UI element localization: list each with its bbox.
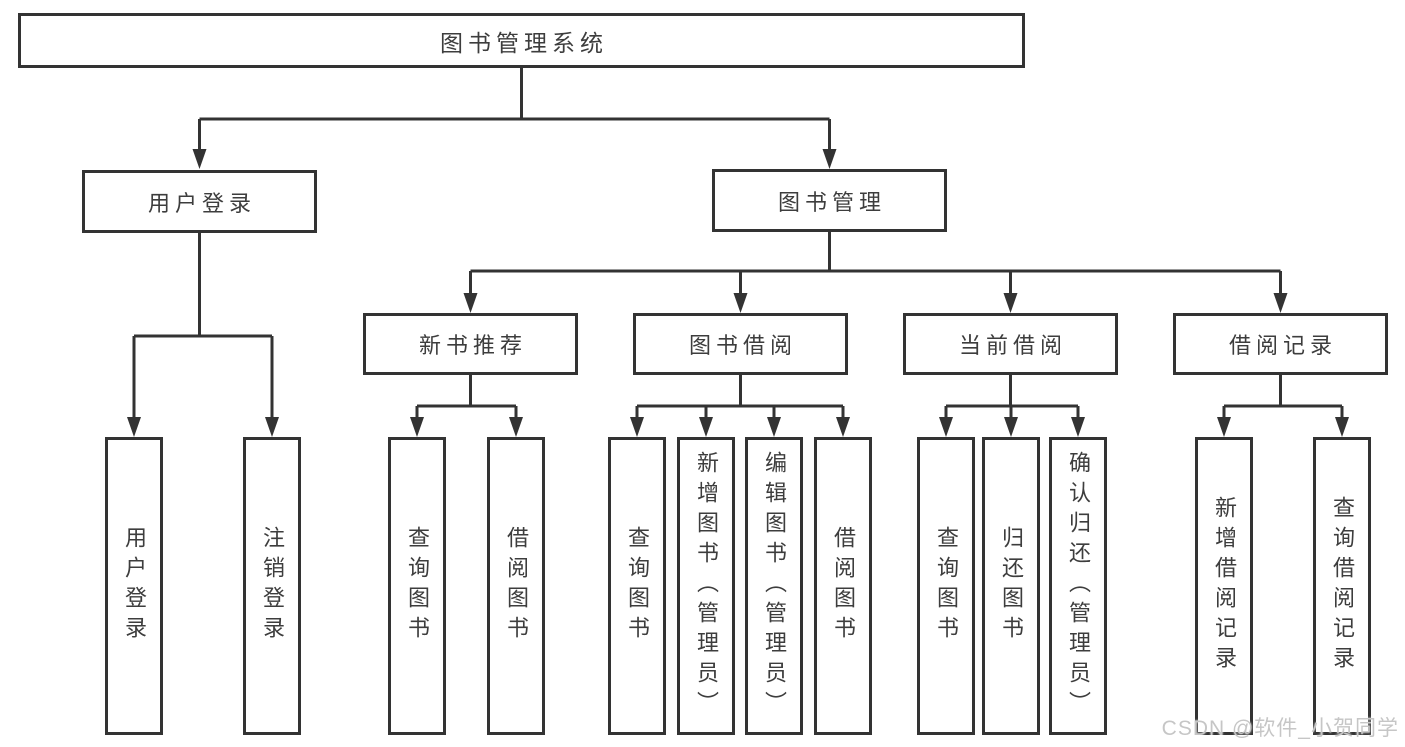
leaf-current-query-book: 查询图书 [917,437,975,735]
arrowhead-icon [822,149,837,169]
leaf-add-book-admin: 新增图书（管理员） [677,437,735,735]
connector-stems [132,68,1344,421]
node-borrow-records: 借阅记录 [1173,313,1388,375]
leaf-borrow-query-book-label: 查询图书 [625,526,650,646]
arrowhead-icon [699,417,713,437]
node-user-login: 用户登录 [82,170,317,233]
leaf-edit-book-admin-label: 编辑图书（管理员） [762,451,787,721]
node-root: 图书管理系统 [18,13,1025,68]
leaf-add-book-admin-label: 新增图书（管理员） [694,451,719,721]
leaf-query-borrow-record-label: 查询借阅记录 [1330,496,1355,676]
leaf-logout-label: 注销登录 [260,526,285,646]
node-book-management-label: 图书管理 [777,189,886,215]
leaf-return-book-label: 归还图书 [999,526,1024,646]
node-new-book-recommend-label: 新书推荐 [418,333,527,358]
arrowhead-icon [265,417,279,437]
leaf-confirm-return-admin-label: 确认归还（管理员） [1066,451,1091,721]
arrowhead-icon [733,293,748,313]
leaf-add-borrow-record: 新增借阅记录 [1195,437,1253,735]
arrowhead-icon [463,293,478,313]
node-book-management: 图书管理 [712,169,947,232]
leaf-confirm-return-admin: 确认归还（管理员） [1049,437,1107,735]
arrowhead-icon [630,417,644,437]
arrowhead-icon [127,417,141,437]
leaf-current-query-book-label: 查询图书 [934,526,959,646]
arrowhead-icon [1003,293,1018,313]
arrowhead-icon [836,417,850,437]
node-current-borrow-label: 当前借阅 [958,333,1067,358]
arrowhead-icon [767,417,781,437]
arrowhead-icon [1217,417,1231,437]
node-borrow-records-label: 借阅记录 [1228,333,1337,358]
arrowhead-icon [1335,417,1349,437]
leaf-newbooks-query-book: 查询图书 [388,437,446,735]
leaf-add-borrow-record-label: 新增借阅记录 [1212,496,1237,676]
leaf-return-book: 归还图书 [982,437,1040,735]
leaf-borrow-query-book: 查询图书 [608,437,666,735]
leaf-borrow-book-label: 借阅图书 [831,526,856,646]
leaf-query-borrow-record: 查询借阅记录 [1313,437,1371,735]
leaf-newbooks-query-book-label: 查询图书 [405,526,430,646]
arrowhead-icon [939,417,953,437]
arrowhead-icon [1071,417,1085,437]
leaf-user-login-label: 用户登录 [122,526,147,646]
leaf-logout: 注销登录 [243,437,301,735]
arrowhead-icon [1004,417,1018,437]
leaf-user-login: 用户登录 [105,437,163,735]
leaf-newbooks-borrow-book-label: 借阅图书 [504,526,529,646]
node-new-book-recommend: 新书推荐 [363,313,578,375]
node-user-login-label: 用户登录 [147,190,256,216]
leaf-edit-book-admin: 编辑图书（管理员） [745,437,803,735]
watermark-text: CSDN @软件_小贺同学 [1161,717,1399,740]
leaf-borrow-book: 借阅图书 [814,437,872,735]
node-root-label: 图书管理系统 [440,29,608,56]
arrowhead-icon [509,417,523,437]
node-book-borrow: 图书借阅 [633,313,848,375]
arrowhead-icon [192,149,207,169]
arrowhead-icon [1273,293,1288,313]
arrowhead-icon [410,417,424,437]
node-current-borrow: 当前借阅 [903,313,1118,375]
node-book-borrow-label: 图书借阅 [688,333,797,358]
leaf-newbooks-borrow-book: 借阅图书 [487,437,545,735]
